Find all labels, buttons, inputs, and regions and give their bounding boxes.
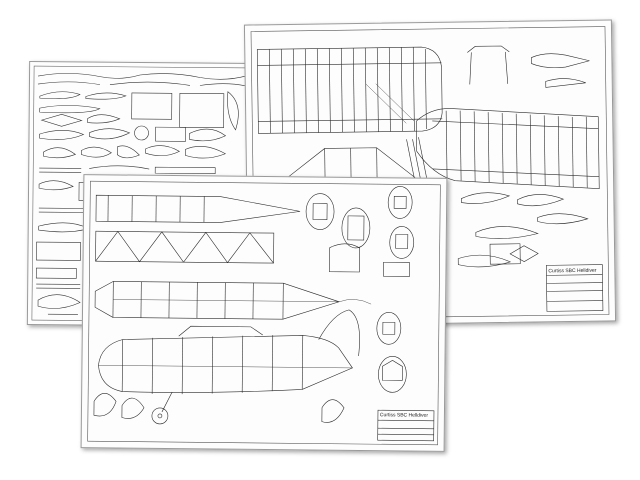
fuselage-sheet: Curtiss SBC Helldiver <box>80 174 448 452</box>
parts-sheet <box>26 61 256 327</box>
fuselage-drawing <box>87 180 441 446</box>
parts-drawing <box>31 65 251 323</box>
fuselage-sheet-title: Curtiss SBC Helldiver <box>379 412 429 419</box>
wing-sheet-title: Curtiss SBC Helldiver <box>548 267 597 275</box>
